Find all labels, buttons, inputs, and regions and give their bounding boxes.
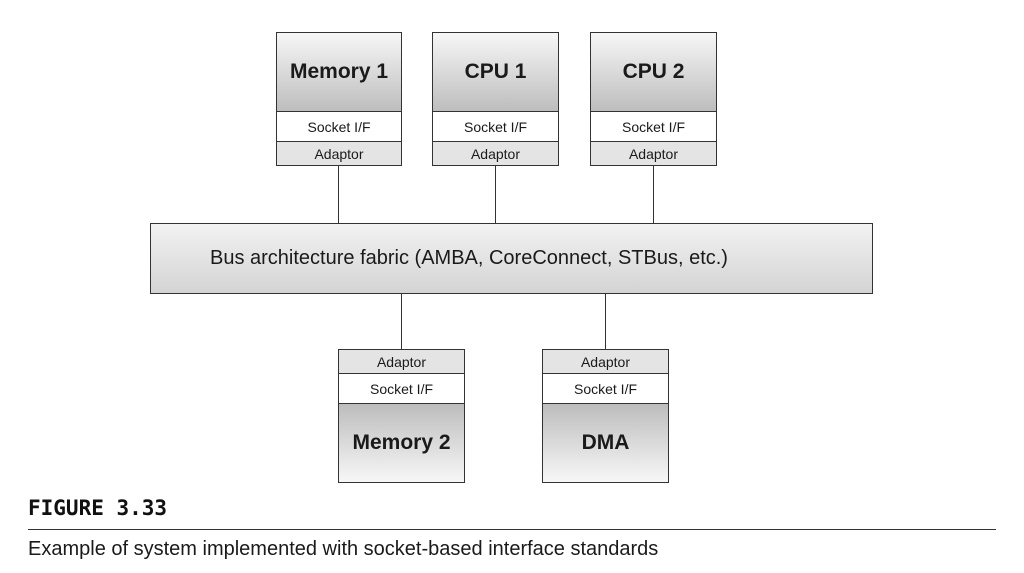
caption-divider — [28, 529, 996, 530]
block-title: CPU 1 — [433, 33, 558, 111]
block-title: CPU 2 — [591, 33, 716, 111]
connector-bus-memory2 — [401, 294, 402, 349]
connector-cpu1-bus — [495, 165, 496, 223]
block-title: Memory 2 — [339, 404, 464, 482]
cpu1-block: CPU 1 Socket I/F Adaptor — [432, 32, 559, 166]
adaptor: Adaptor — [543, 350, 668, 373]
socket-interface: Socket I/F — [433, 111, 558, 142]
memory1-block: Memory 1 Socket I/F Adaptor — [276, 32, 402, 166]
socket-interface: Socket I/F — [339, 373, 464, 404]
connector-cpu2-bus — [653, 165, 654, 223]
system-diagram: Memory 1 Socket I/F Adaptor CPU 1 Socket… — [150, 32, 873, 483]
block-title: Memory 1 — [277, 33, 401, 111]
cpu2-block: CPU 2 Socket I/F Adaptor — [590, 32, 717, 166]
connector-memory1-bus — [338, 165, 339, 223]
memory2-block: Adaptor Socket I/F Memory 2 — [338, 349, 465, 483]
socket-interface: Socket I/F — [277, 111, 401, 142]
socket-interface: Socket I/F — [543, 373, 668, 404]
bus-label: Bus architecture fabric (AMBA, CoreConne… — [210, 247, 728, 269]
adaptor: Adaptor — [591, 142, 716, 165]
figure-caption: Example of system implemented with socke… — [28, 538, 659, 560]
dma-block: Adaptor Socket I/F DMA — [542, 349, 669, 483]
adaptor: Adaptor — [277, 142, 401, 165]
adaptor: Adaptor — [339, 350, 464, 373]
connector-bus-dma — [605, 294, 606, 349]
bus-architecture-fabric: Bus architecture fabric (AMBA, CoreConne… — [150, 223, 873, 294]
block-title: DMA — [543, 404, 668, 482]
figure-label: FIGURE 3.33 — [28, 496, 168, 520]
socket-interface: Socket I/F — [591, 111, 716, 142]
adaptor: Adaptor — [433, 142, 558, 165]
